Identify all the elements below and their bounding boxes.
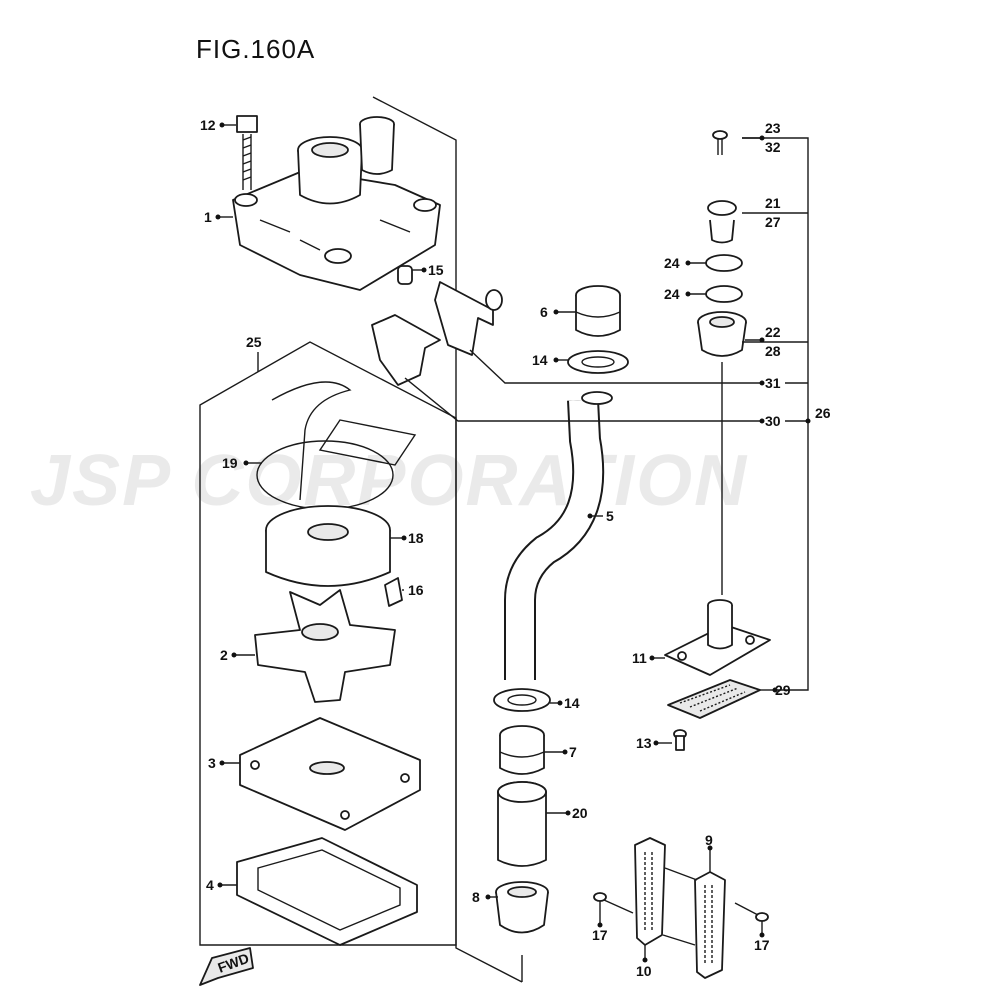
callout-28: 28 [765,343,781,359]
callout-13: 13 [636,735,652,751]
figure-title: FIG.160A [196,34,316,64]
callout-12: 12 [200,117,216,133]
callout-16: 16 [408,582,424,598]
part-17-screw-right [734,902,769,922]
part-1-pump-case [232,116,441,291]
callout-8: 8 [472,889,480,905]
kit-outline-25 [199,341,457,946]
fwd-arrow: FWD [199,947,254,986]
callout-25: 25 [246,334,262,350]
callout-22: 22 [765,324,781,340]
callout-20: 20 [572,805,588,821]
callout-2: 2 [220,647,228,663]
callout-21: 21 [765,195,781,211]
callout-23: 23 [765,120,781,136]
part-12-bolt [236,115,258,190]
callout-5: 5 [606,508,614,524]
part-20-sleeve [497,781,547,867]
callout-6: 6 [540,304,548,320]
part-6-grommet [575,285,621,337]
callout-30: 30 [765,413,781,429]
part-24-oring-lower [705,285,743,303]
part-24-oring-upper [705,254,743,272]
callout-9: 9 [705,832,713,848]
callout-3: 3 [208,755,216,771]
callout-17-left: 17 [592,927,608,943]
part-23-screw [712,130,728,155]
callout-14-lower: 14 [564,695,580,711]
part-31-bracket [434,281,494,356]
callout-24-lower: 24 [664,286,680,302]
callout-17-right: 17 [754,937,770,953]
part-10-rail [634,837,666,946]
callout-27: 27 [765,214,781,230]
part-5-hose [504,391,613,680]
callout-26: 26 [815,405,831,421]
callout-7: 7 [569,744,577,760]
callout-10: 10 [636,963,652,979]
part-22-grommet [697,311,747,357]
part-21-pipe [485,170,741,311]
watermark-text: JSP CORPORATION [30,441,748,521]
part-15-pin [397,265,413,285]
part-7-grommet [499,725,545,775]
part-4-gasket [236,837,418,946]
part-18-impeller-housing [265,505,391,587]
part-3-wear-plate [239,717,421,831]
callout-15: 15 [428,262,444,278]
part-29-screen [667,679,761,719]
group-bracket-26 [742,137,809,691]
part-14-washer-upper [567,350,629,374]
part-11-plate [664,599,771,676]
part-8-collar [495,881,549,934]
callout-11: 11 [632,650,647,666]
callout-31: 31 [765,375,781,391]
part-17-screw-left [593,892,634,914]
callout-4: 4 [206,877,214,893]
callout-19: 19 [222,455,238,471]
part-2-impeller [254,589,396,703]
part-16-key [384,577,403,607]
callout-18: 18 [408,530,424,546]
part-9-rail [662,867,726,979]
callout-24-upper: 24 [664,255,680,271]
part-14-washer-lower [493,688,551,712]
part-13-screw [673,729,687,751]
part-30-bracket [371,314,441,386]
callout-1: 1 [204,209,212,225]
callout-14-upper: 14 [532,352,548,368]
callout-32: 32 [765,139,781,155]
callout-29: 29 [775,682,791,698]
